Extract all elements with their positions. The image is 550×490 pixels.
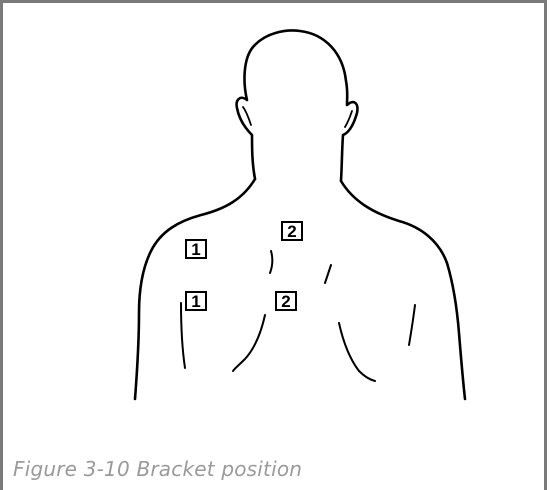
head-outline [237,31,358,181]
right-shoulder-outline [341,181,465,399]
left-ear-detail [243,107,251,125]
left-scapula-line [233,315,265,371]
figure-caption: Figure 3-10 Bracket position [13,457,302,481]
marker-1-upper-left: 1 [185,239,207,259]
marker-2-lower-center: 2 [275,291,297,311]
spine-mark-upper [270,251,272,273]
right-arm-crease [409,305,415,345]
spine-mark-right [325,265,331,283]
left-arm-crease [181,303,185,368]
right-ear-detail [345,111,352,127]
marker-1-lower-left: 1 [185,291,207,311]
marker-2-upper-center: 2 [281,221,303,241]
right-scapula-line [339,323,375,381]
back-illustration [3,3,550,423]
